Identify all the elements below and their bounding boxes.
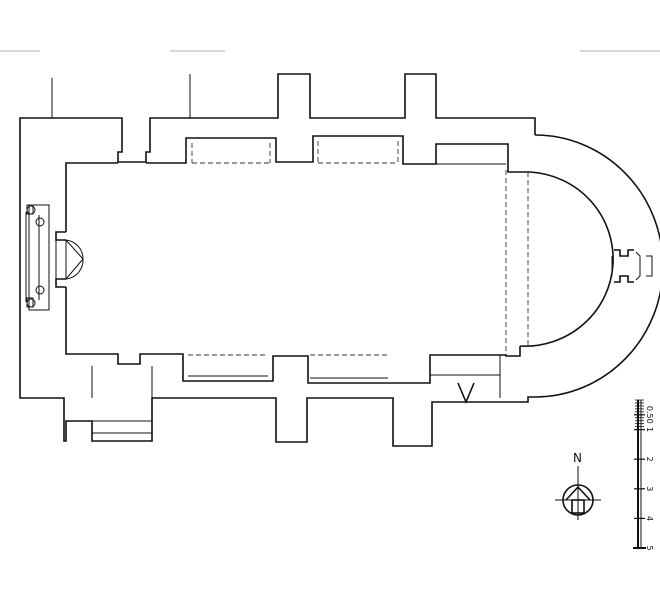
- north-arrow-icon: [555, 466, 601, 520]
- scale-label: 4: [645, 516, 654, 521]
- entrance-door-swing: [65, 239, 84, 280]
- scale-label: 2: [645, 457, 654, 462]
- apse-opening-line: [505, 170, 529, 356]
- scale-label: 1: [645, 427, 654, 432]
- scale-bar: 0.50 1 2 3 4 5: [633, 399, 654, 551]
- scale-label: 0.50: [645, 406, 654, 424]
- west-portal: [25, 204, 66, 311]
- north-wall-niches: [191, 141, 506, 165]
- inner-wall: [65, 135, 614, 434]
- north-label: N: [573, 451, 582, 465]
- site-guide-lines: [0, 50, 660, 118]
- apse-window: [611, 249, 653, 283]
- south-wall-niches: [188, 354, 501, 405]
- scale-label: 5: [645, 545, 654, 550]
- outer-wall: [19, 73, 660, 447]
- scale-label: 3: [645, 486, 654, 491]
